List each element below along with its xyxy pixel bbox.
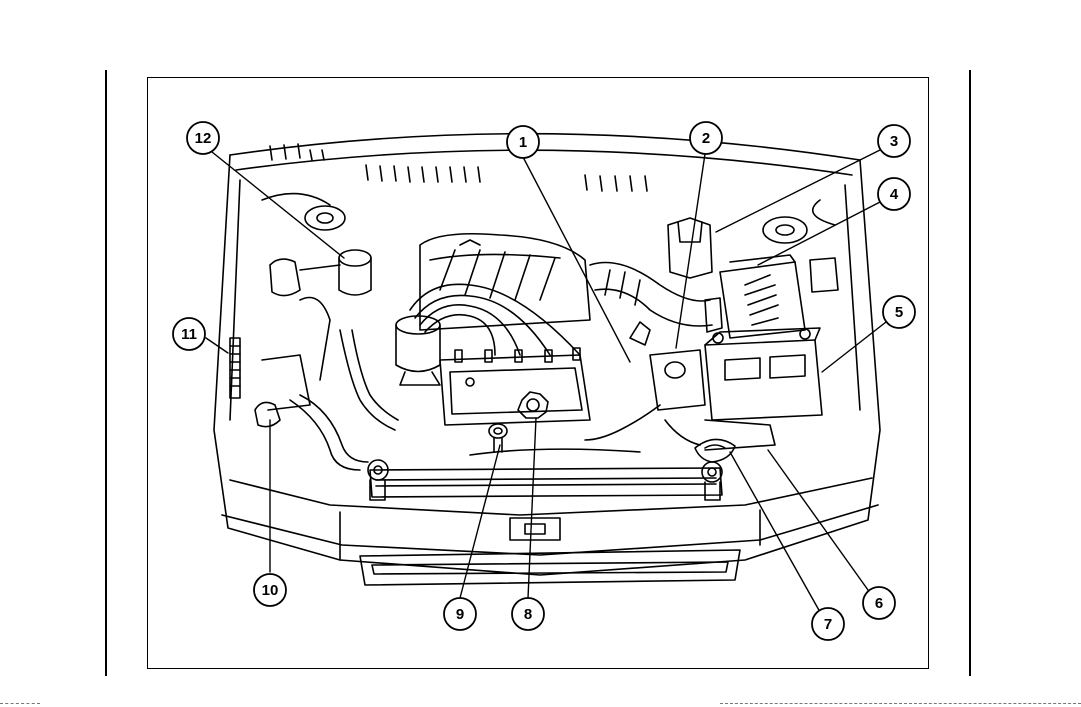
- callout-5: 5: [883, 296, 915, 328]
- callout-10: 10: [254, 574, 286, 606]
- right-strut-tower: [763, 217, 838, 292]
- callout-1: 1: [507, 126, 539, 158]
- leader-lines: [206, 150, 886, 612]
- svg-text:10: 10: [262, 582, 279, 599]
- leader-4: [758, 202, 880, 265]
- oil-filter: [396, 316, 440, 385]
- svg-text:11: 11: [181, 326, 197, 343]
- leader-7: [730, 452, 820, 612]
- front-bumper: [222, 478, 878, 585]
- air-cleaner-housing: [705, 255, 805, 338]
- air-intake-duct: [590, 263, 712, 346]
- leader-6: [768, 450, 868, 590]
- coolant-reservoir: [665, 420, 735, 462]
- left-strut-tower: [270, 206, 345, 296]
- power-steering-reservoir: [668, 218, 712, 278]
- svg-text:3: 3: [890, 133, 898, 150]
- leader-11: [206, 338, 228, 353]
- callout-7: 7: [812, 608, 844, 640]
- svg-text:2: 2: [702, 130, 710, 147]
- callout-11: 11: [173, 318, 205, 350]
- callout-6: 6: [863, 587, 895, 619]
- svg-text:4: 4: [890, 186, 899, 203]
- intake-manifold: [420, 234, 590, 330]
- svg-text:12: 12: [195, 130, 212, 147]
- callout-9: 9: [444, 598, 476, 630]
- callouts: 1 2 3 4 5 6 7 8 9 10 11 12: [173, 122, 915, 640]
- master-cylinder: [300, 250, 371, 295]
- oil-filler-cap: [518, 392, 548, 418]
- svg-text:1: 1: [519, 134, 527, 151]
- leader-9: [460, 445, 500, 598]
- svg-text:5: 5: [895, 304, 903, 321]
- dipstick: [489, 424, 507, 452]
- callout-3: 3: [878, 125, 910, 157]
- brake-fluid-reservoir: [585, 350, 705, 440]
- leader-1: [523, 157, 630, 362]
- callout-2: 2: [690, 122, 722, 154]
- callout-8: 8: [512, 598, 544, 630]
- leader-8: [528, 418, 536, 598]
- coolant-hoses: [290, 330, 398, 470]
- valve-cover: [440, 348, 590, 425]
- svg-text:7: 7: [824, 616, 832, 633]
- radiator: [368, 449, 722, 500]
- svg-text:9: 9: [456, 606, 464, 623]
- svg-text:8: 8: [524, 606, 532, 623]
- callout-4: 4: [878, 178, 910, 210]
- leader-2: [676, 154, 705, 348]
- callout-12: 12: [187, 122, 219, 154]
- leader-12: [212, 152, 344, 258]
- svg-text:6: 6: [875, 595, 883, 612]
- battery: [705, 328, 822, 420]
